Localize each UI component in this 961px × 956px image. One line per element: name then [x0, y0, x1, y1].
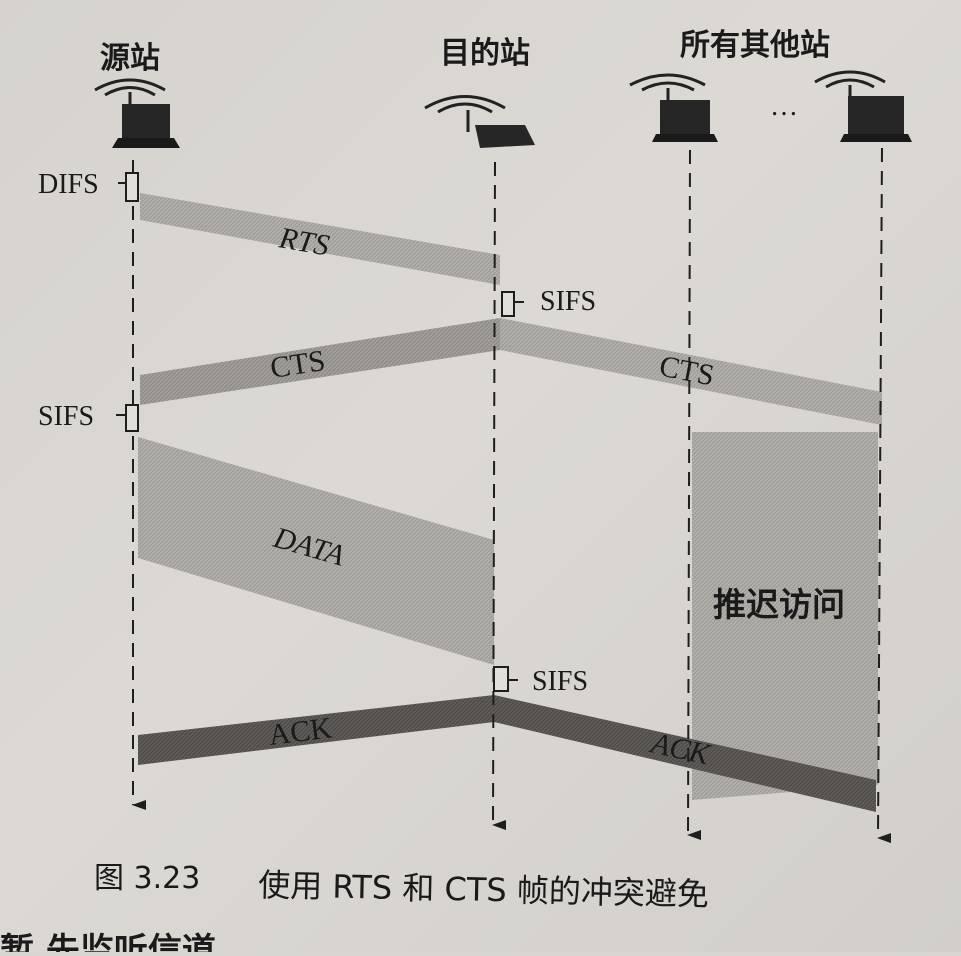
timeline-destination [492, 161, 507, 831]
defer-access-label: 推迟访问 [713, 585, 845, 624]
sifs-label-destination-2: SIFS [532, 666, 588, 697]
station-label-others: 所有其他站 [680, 28, 830, 63]
timeline-other-2 [877, 147, 892, 844]
sifs-bracket-source [116, 404, 139, 432]
difs-label: DIFS [38, 169, 99, 200]
timeline-other-1 [687, 149, 702, 841]
cts-frame-to-others [500, 318, 882, 425]
laptop-icon-other-1 [629, 73, 718, 142]
ack-frame-to-others [494, 695, 876, 812]
access-point-icon-destination [424, 95, 535, 148]
sifs-bracket-destination-1 [501, 291, 524, 317]
difs-bracket [118, 172, 139, 202]
sifs-label-destination-1: SIFS [540, 286, 596, 317]
defer-access-region [692, 432, 878, 800]
station-label-destination: 目的站 [440, 36, 530, 71]
cts-frame-label-to-others: CTS [657, 349, 717, 392]
rts-frame [140, 193, 500, 285]
data-frame [138, 437, 494, 665]
laptop-icon-source [94, 78, 180, 148]
sifs-bracket-destination-2 [493, 666, 518, 692]
station-label-source: 源站 [100, 41, 160, 76]
ack-frame-to-source [138, 695, 494, 765]
ack-frame-label-to-source: ACK [267, 711, 334, 752]
station-ellipsis: … [770, 91, 798, 122]
laptop-icon-other-2 [814, 70, 912, 142]
figure-caption: 使用 RTS 和 CTS 帧的冲突避免 [258, 866, 709, 913]
cts-frame-label-to-source: CTS [268, 344, 327, 385]
sifs-label-source: SIFS [38, 401, 94, 432]
figure-number: 图 3.23 [94, 861, 200, 896]
bottom-cutoff-text: 暂 先监听信道 [0, 931, 216, 952]
cts-frame-to-source [140, 318, 500, 405]
